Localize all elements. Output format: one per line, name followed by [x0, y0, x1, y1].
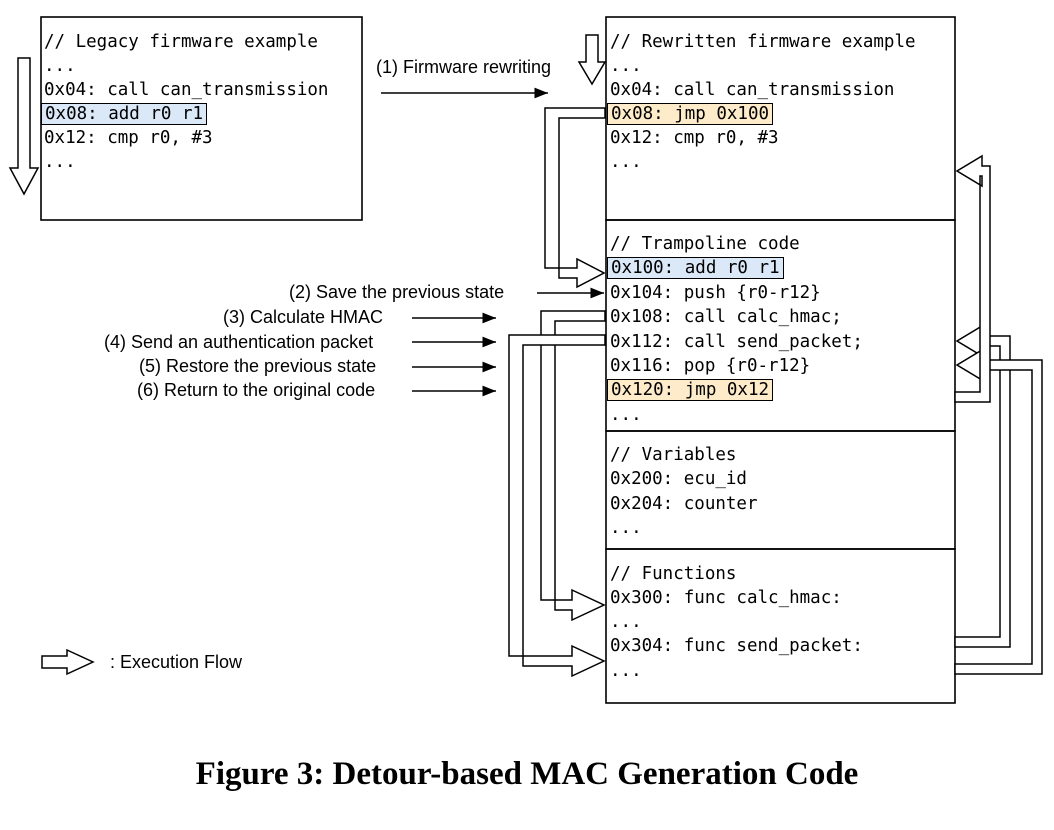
- rewritten-execution-flow-arrow: [577, 34, 607, 86]
- rewritten-code-line: ...: [610, 152, 642, 172]
- legend-execution-flow-arrow: [41, 648, 95, 676]
- trampoline-code-line: // Trampoline code: [610, 234, 800, 254]
- trampoline-code-line: ...: [610, 405, 642, 425]
- rewritten-code-line: ...: [610, 56, 642, 76]
- variables-code-line: 0x200: ecu_id: [610, 469, 747, 489]
- legacy-code-line: 0x12: cmp r0, #3: [44, 128, 213, 148]
- variables-code-line: ...: [610, 518, 642, 538]
- rewritten-jmp-highlighted-line: 0x08: jmp 0x100: [607, 103, 774, 125]
- rewritten-code-line: // Rewritten firmware example: [610, 32, 916, 52]
- legacy-code-line: ...: [44, 152, 76, 172]
- functions-box: [605, 548, 956, 704]
- functions-code-line: ...: [610, 612, 642, 632]
- legacy-code-line: 0x04: call can_transmission: [44, 80, 329, 100]
- call-send-packet-flow-arrow: [508, 334, 606, 678]
- return-send-packet-flow-arrow: [954, 348, 1043, 675]
- step-label-6: (6) Return to the original code: [137, 380, 376, 400]
- return-jmp-flow-arrow: [954, 154, 991, 403]
- trampoline-add-highlighted-line: 0x100: add r0 r1: [607, 257, 784, 279]
- step-label-5: (5) Restore the previous state: [139, 356, 377, 376]
- functions-code-line: 0x304: func send_packet:: [610, 636, 863, 656]
- trampoline-code-line: 0x116: pop {r0-r12}: [610, 356, 811, 376]
- variables-code-line: 0x204: counter: [610, 494, 758, 514]
- functions-code-line: // Functions: [610, 564, 737, 584]
- trampoline-code-line: 0x108: call calc_hmac;: [610, 307, 842, 327]
- rewritten-code-line: 0x12: cmp r0, #3: [610, 128, 779, 148]
- return-calc-hmac-flow-arrow: [954, 324, 1011, 648]
- variables-code-line: // Variables: [610, 445, 737, 465]
- legacy-code-line: // Legacy firmware example: [44, 32, 318, 52]
- step-label-3: (3) Calculate HMAC: [223, 307, 384, 327]
- functions-code-line: 0x300: func calc_hmac:: [610, 588, 842, 608]
- trampoline-code-line: 0x104: push {r0-r12}: [610, 283, 821, 303]
- legacy-code-line: ...: [44, 56, 76, 76]
- step-label-4: (4) Send an authentication packet: [104, 332, 374, 352]
- legacy-highlighted-line: 0x08: add r0 r1: [41, 103, 208, 125]
- legacy-execution-flow-arrow: [8, 57, 40, 196]
- step-label-2: (2) Save the previous state: [289, 282, 505, 302]
- figure-caption: Figure 3: Detour-based MAC Generation Co…: [195, 756, 859, 792]
- trampoline-code-line: 0x112: call send_packet;: [610, 332, 863, 352]
- detour-jmp-flow-arrow: [544, 107, 606, 289]
- call-calc-hmac-flow-arrow: [540, 310, 606, 622]
- rewritten-code-line: 0x04: call can_transmission: [610, 80, 895, 100]
- legend-label: : Execution Flow: [110, 652, 243, 672]
- functions-code-line: ...: [610, 661, 642, 681]
- step-label-1: (1) Firmware rewriting: [376, 57, 552, 77]
- trampoline-jmp-highlighted-line: 0x120: jmp 0x12: [607, 379, 774, 401]
